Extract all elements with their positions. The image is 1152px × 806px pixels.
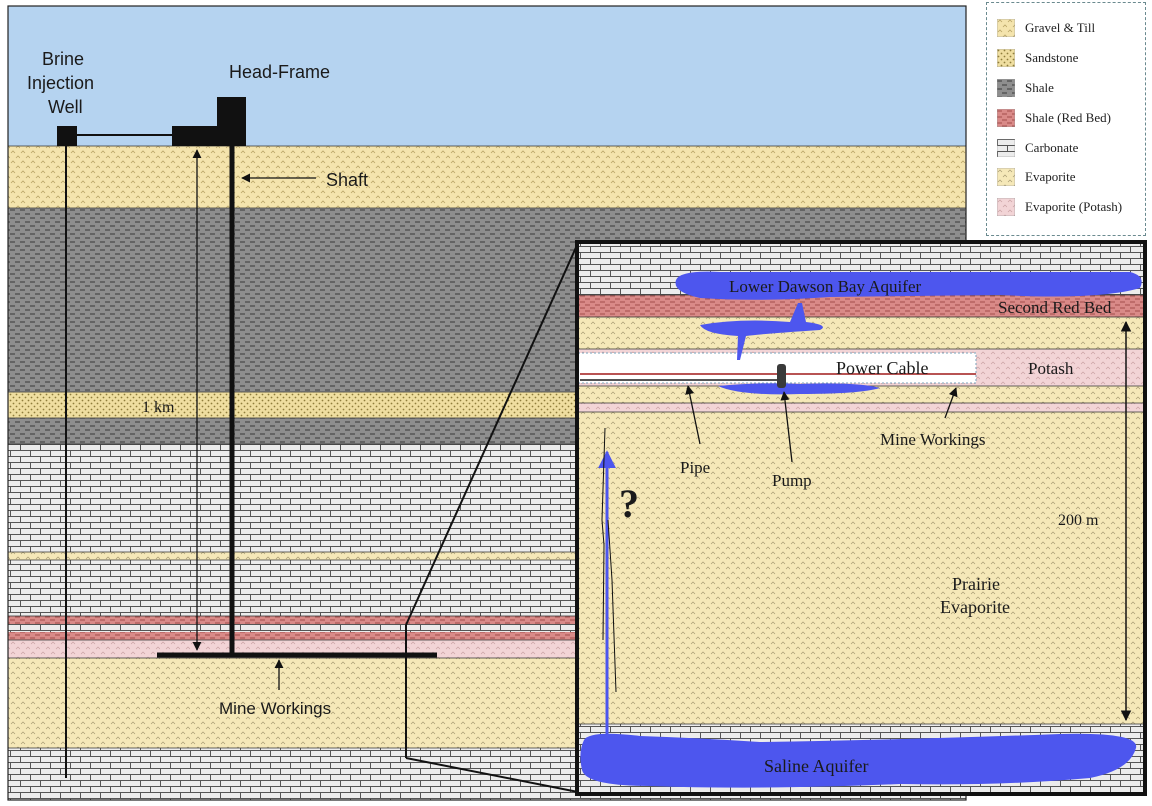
layer-evaporite-thin xyxy=(8,552,966,560)
zoom-connector-top xyxy=(405,242,579,626)
pump-label: Pump xyxy=(772,471,812,490)
inset-prairie-evaporite xyxy=(578,412,1144,724)
mine-workings-inset-pointer-arrow xyxy=(944,387,958,419)
legend-item-shale-red-bed: Shale (Red Bed) xyxy=(997,107,1111,129)
inset-frame xyxy=(575,240,1147,796)
mine-workings-inset-label: Mine Workings xyxy=(880,430,986,449)
legend-item-shale: Shale xyxy=(997,77,1054,99)
prairie-label-line1: Prairie xyxy=(952,574,1000,594)
prairie-label-line2: Evaporite xyxy=(940,597,1010,617)
brine-well-head xyxy=(57,126,77,146)
power-cable-label: Power Cable xyxy=(836,358,929,378)
pipe-label: Pipe xyxy=(680,458,711,477)
mine-water-pool xyxy=(718,383,880,395)
legend-label: Sandstone xyxy=(1025,50,1079,65)
inset-potash-thin xyxy=(578,403,1144,412)
legend-label: Shale (Red Bed) xyxy=(1025,110,1111,125)
legend-swatch-gravel xyxy=(997,19,1015,37)
potash-label: Potash xyxy=(1028,359,1074,378)
pipe-pointer-arrow xyxy=(685,385,701,445)
legend-swatch-carbonate xyxy=(997,139,1015,157)
head-frame-label: Head-Frame xyxy=(229,62,331,82)
legend-item-evaporite: Evaporite xyxy=(997,166,1076,188)
layer-gravel-till xyxy=(8,146,966,208)
legend-swatch-potash xyxy=(997,198,1015,216)
inset-evaporite-upper xyxy=(578,317,1144,349)
lower-dawson-aquifer xyxy=(675,271,1142,300)
layer-carbonate-thin xyxy=(8,624,966,632)
inset-redbed xyxy=(578,295,1144,317)
legend-swatch-redbed xyxy=(997,109,1015,127)
brine-well-label-line1: Brine xyxy=(42,49,85,69)
pump-icon xyxy=(777,364,786,388)
legend-swatch-shale xyxy=(997,79,1015,97)
second-red-bed-label: Second Red Bed xyxy=(998,298,1112,317)
sky xyxy=(8,6,966,146)
legend-label: Gravel & Till xyxy=(1025,20,1096,35)
legend: Gravel & Till Sandstone Shale Shale (Red… xyxy=(986,2,1146,236)
legend-label: Evaporite xyxy=(1025,169,1076,184)
legend-label: Evaporite (Potash) xyxy=(1025,199,1123,214)
legend-label: Carbonate xyxy=(1025,140,1079,155)
pump-pointer-arrow xyxy=(780,391,793,463)
question-mark-label: ? xyxy=(619,481,639,526)
lower-dawson-label: Lower Dawson Bay Aquifer xyxy=(729,277,922,296)
head-frame-base xyxy=(172,126,218,146)
shaft-label: Shaft xyxy=(326,170,369,190)
mine-workings-main-label: Mine Workings xyxy=(219,699,332,718)
inset-section xyxy=(575,240,1147,796)
inset-evaporite-mid xyxy=(578,386,1144,403)
brine-well-label-line2: Injection xyxy=(27,73,95,93)
zoom-connector-bottom xyxy=(405,757,579,793)
depth-200m-label: 200 m xyxy=(1058,512,1099,529)
saline-aquifer xyxy=(580,733,1137,788)
brine-well-label-line3: Well xyxy=(48,97,83,117)
fracture-lines xyxy=(601,427,606,641)
layer-redbed-lower xyxy=(8,632,966,640)
fracture-lines-2 xyxy=(607,519,617,693)
legend-swatch-evaporite xyxy=(997,168,1015,186)
saline-aquifer-label: Saline Aquifer xyxy=(764,756,869,776)
legend-item-gravel-till: Gravel & Till xyxy=(997,17,1095,39)
head-frame-tower xyxy=(217,97,246,146)
legend-item-carbonate: Carbonate xyxy=(997,137,1078,159)
aquifer-seep xyxy=(700,303,823,360)
legend-label: Shale xyxy=(1025,80,1054,95)
depth-1km-label: 1 km xyxy=(142,399,175,416)
legend-item-sandstone: Sandstone xyxy=(997,47,1078,69)
legend-swatch-sandstone xyxy=(997,49,1015,67)
layer-redbed-upper xyxy=(8,616,966,624)
legend-item-evaporite-potash: Evaporite (Potash) xyxy=(997,196,1122,218)
